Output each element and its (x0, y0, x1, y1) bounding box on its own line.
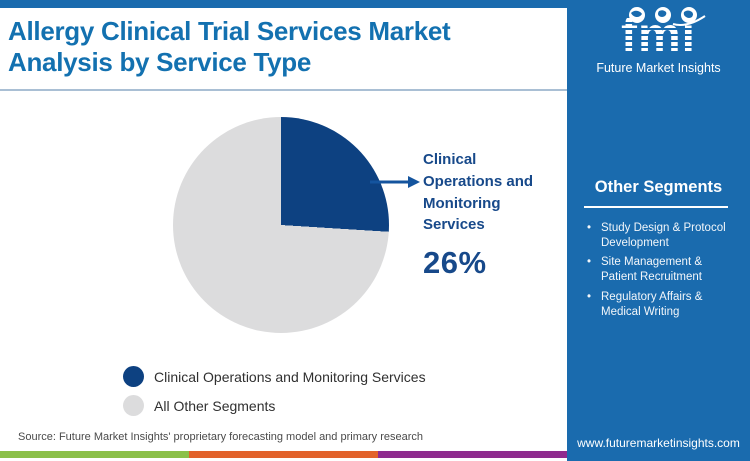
heading-underline (584, 206, 728, 208)
other-segments-list: Study Design & Protocol Development Site… (587, 221, 737, 324)
main-area: Allergy Clinical Trial Services Market A… (0, 0, 567, 458)
other-segments-heading: Other Segments (594, 178, 723, 196)
segment-item: Site Management & Patient Recruitment (587, 255, 737, 284)
callout-arrow-icon (370, 176, 420, 188)
slice-annotation: Clinical Operations and Monitoring Servi… (423, 149, 559, 281)
fmi-logo-text: fmi (567, 12, 750, 60)
top-accent-bar (0, 0, 567, 8)
segment-item: Study Design & Protocol Development (587, 221, 737, 250)
globe-icons (628, 7, 706, 26)
pie-chart (173, 117, 389, 333)
title-line-2: Analysis by Service Type (8, 46, 312, 77)
legend-swatch-all-other-segments (123, 395, 144, 416)
source-note: Source: Future Market Insights' propriet… (18, 431, 423, 443)
website-link[interactable]: www.futuremarketinsights.com (577, 436, 740, 450)
legend-item: All Other Segments (123, 395, 426, 416)
page-title: Allergy Clinical Trial Services Market A… (8, 16, 558, 77)
fmi-logo: fmi Future Market Insights (567, 6, 750, 75)
legend-swatch-clinical-operations (123, 366, 144, 387)
legend-label: All Other Segments (154, 397, 276, 414)
footer-stripe (0, 451, 567, 458)
segment-item: Regulatory Affairs & Medical Writing (587, 290, 737, 319)
footer-stripe-orange (189, 451, 378, 458)
title-divider (0, 89, 567, 91)
legend-label: Clinical Operations and Monitoring Servi… (154, 368, 426, 385)
slice-annotation-label: Clinical Operations and Monitoring Servi… (423, 151, 534, 234)
title-line-1: Allergy Clinical Trial Services Market (8, 16, 451, 46)
fmi-logo-name: Future Market Insights (596, 61, 721, 75)
sidebar: fmi Future Market Insights Other Segment… (567, 0, 750, 461)
slice-annotation-value: 26% (423, 245, 487, 280)
footer-stripe-purple (378, 451, 567, 458)
chart-legend: Clinical Operations and Monitoring Servi… (123, 366, 426, 424)
legend-item: Clinical Operations and Monitoring Servi… (123, 366, 426, 387)
footer-stripe-green (0, 451, 189, 458)
